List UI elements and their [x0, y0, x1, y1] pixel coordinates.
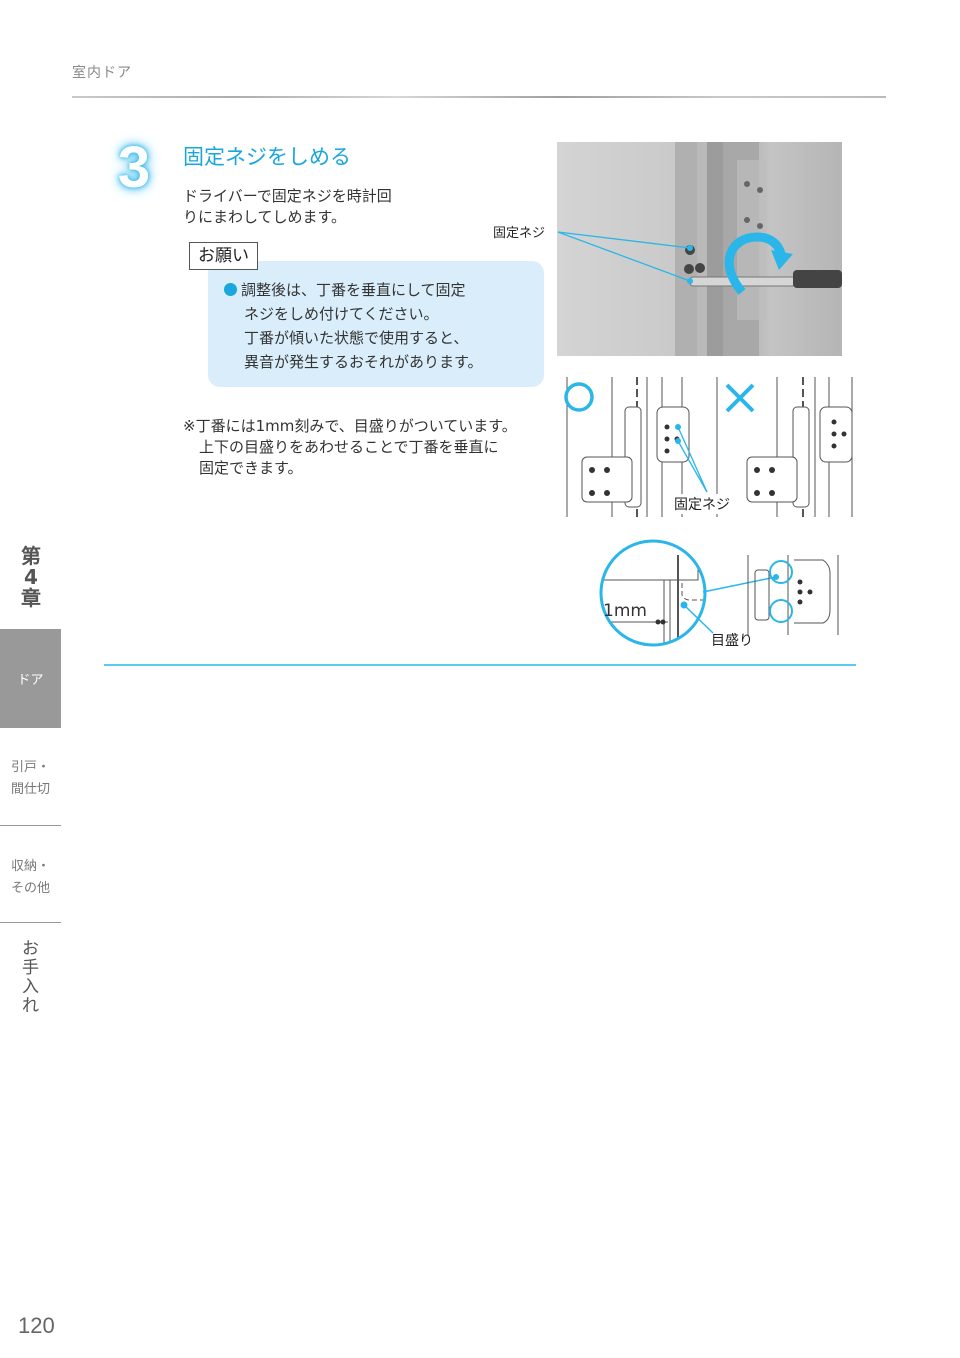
index-divider	[0, 922, 61, 923]
notice-label: お願い	[189, 242, 258, 270]
photo-callout-lines	[557, 231, 693, 284]
incorrect-symbol: ×	[722, 377, 750, 407]
diagram-callout-label: 固定ネジ	[674, 494, 730, 514]
step-number-badge: 3	[117, 135, 151, 200]
notice-line: 異音が発生するおそれがあります。	[244, 353, 483, 371]
remark-line: 固定できます。	[199, 459, 303, 477]
hinge-alignment-diagram	[564, 377, 853, 517]
step-description-line: りにまわしてしめます。	[183, 208, 347, 226]
notice-line: 丁番が傾いた状態で使用すると、	[244, 329, 469, 347]
hinge-photo	[557, 142, 842, 356]
index-tab-label: ドア	[17, 673, 44, 688]
notice-box	[208, 261, 544, 387]
notice-line: 調整後は、丁番を垂直にして固定	[241, 281, 466, 299]
remark-line: ※丁番には1mm刻みで、目盛りがついています。	[183, 417, 517, 435]
scale-callout-label: 目盛り	[711, 633, 753, 649]
index-tab-door[interactable]: ドア	[0, 629, 61, 728]
photo-callout-label: 固定ネジ	[493, 226, 546, 241]
index-tab-storage[interactable]: 収納・ その他	[10, 859, 50, 896]
scale-label: 1mm	[603, 601, 647, 621]
section-divider	[104, 664, 856, 666]
page-number: 120	[18, 1313, 55, 1338]
index-tab-care[interactable]: お 手 入 れ	[22, 939, 39, 1016]
step-description-line: ドライバーで固定ネジを時計回	[183, 187, 392, 205]
correct-symbol: ○	[558, 377, 586, 407]
remark-text: ※丁番には1mm刻みで、目盛りがついています。 上下の目盛りをあわせることで丁番…	[183, 416, 553, 479]
step-title: 固定ネジをしめる	[183, 145, 351, 169]
scale-detail-diagram	[599, 539, 839, 647]
step-description: ドライバーで固定ネジを時計回 りにまわしてしめます。	[183, 186, 463, 228]
index-tab-sliding-door[interactable]: 引戸・ 間仕切	[10, 760, 50, 797]
header-divider	[72, 96, 886, 98]
page-header-title: 室内ドア	[72, 65, 132, 81]
remark-line: 上下の目盛りをあわせることで丁番を垂直に	[199, 438, 499, 456]
chapter-indicator: 第 4 章	[21, 544, 41, 610]
notice-text: 調整後は、丁番を垂直にして固定 ネジをしめ付けてください。 丁番が傾いた状態で使…	[224, 278, 544, 374]
bullet-icon	[224, 283, 237, 296]
notice-line: ネジをしめ付けてください。	[244, 305, 439, 323]
index-divider	[0, 825, 61, 826]
